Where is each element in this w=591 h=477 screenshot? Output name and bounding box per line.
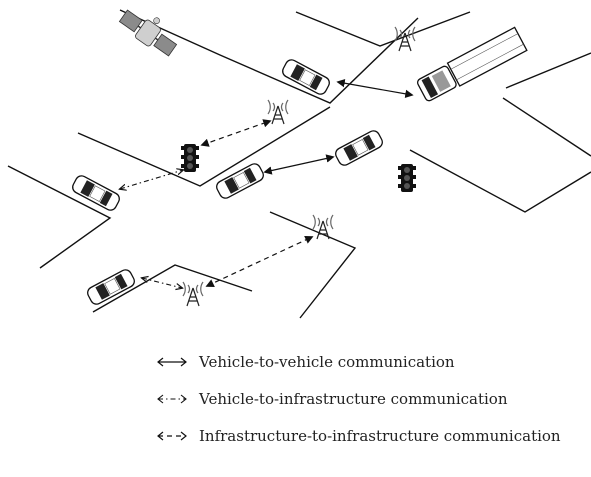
antenna-icon — [312, 214, 334, 240]
v2i-link — [120, 170, 183, 189]
v2i-link — [142, 278, 182, 288]
antenna-icon — [182, 281, 204, 307]
legend-label-v2i: Vehicle-to-infrastructure communication — [199, 389, 508, 408]
road-edge-center-low — [269, 211, 357, 319]
v2v-link — [263, 154, 335, 175]
car-icon — [216, 163, 264, 199]
satellite-icon — [118, 9, 178, 57]
legend-label-v2v: Vehicle-to-vehicle communication — [199, 352, 455, 371]
road-edge-right-top — [505, 52, 591, 89]
truck-icon — [416, 26, 528, 102]
i2i-link — [205, 236, 314, 287]
v2v-links — [263, 79, 414, 175]
v2i-links — [120, 170, 183, 288]
i2i-links — [200, 119, 314, 287]
legend-row-v2v: Vehicle-to-vehicle communication — [155, 343, 561, 380]
road-edges — [7, 9, 591, 319]
road-edge-top-right — [295, 11, 471, 47]
intersection-diagram — [7, 9, 591, 319]
car-icon — [335, 130, 383, 166]
car-icon — [282, 59, 330, 95]
road-edge-right-low — [409, 149, 591, 213]
legend-label-i2i: Infrastructure-to-infrastructure communi… — [199, 426, 561, 445]
road-edge-right-mid — [502, 97, 591, 157]
i2i-link — [200, 119, 272, 147]
antenna-icon — [267, 99, 289, 125]
road-edge-left — [7, 165, 112, 269]
double-arrow-solid-icon — [157, 357, 187, 366]
legend: Vehicle-to-vehicle communication Vehicle… — [155, 343, 561, 454]
car-icon — [72, 175, 120, 211]
traffic-light-icon — [181, 144, 199, 172]
double-arrow-dashdot-icon — [157, 394, 187, 403]
legend-row-v2i: Vehicle-to-infrastructure communication — [155, 380, 561, 417]
traffic-light-icon — [398, 164, 416, 192]
car-icon — [87, 269, 135, 305]
double-arrow-dashed-icon — [157, 431, 187, 440]
road-edge-top — [119, 9, 419, 104]
v2v-link — [336, 79, 414, 98]
legend-row-i2i: Infrastructure-to-infrastructure communi… — [155, 417, 561, 454]
antenna-icon — [394, 26, 416, 52]
road-edge-center-top — [77, 106, 331, 187]
